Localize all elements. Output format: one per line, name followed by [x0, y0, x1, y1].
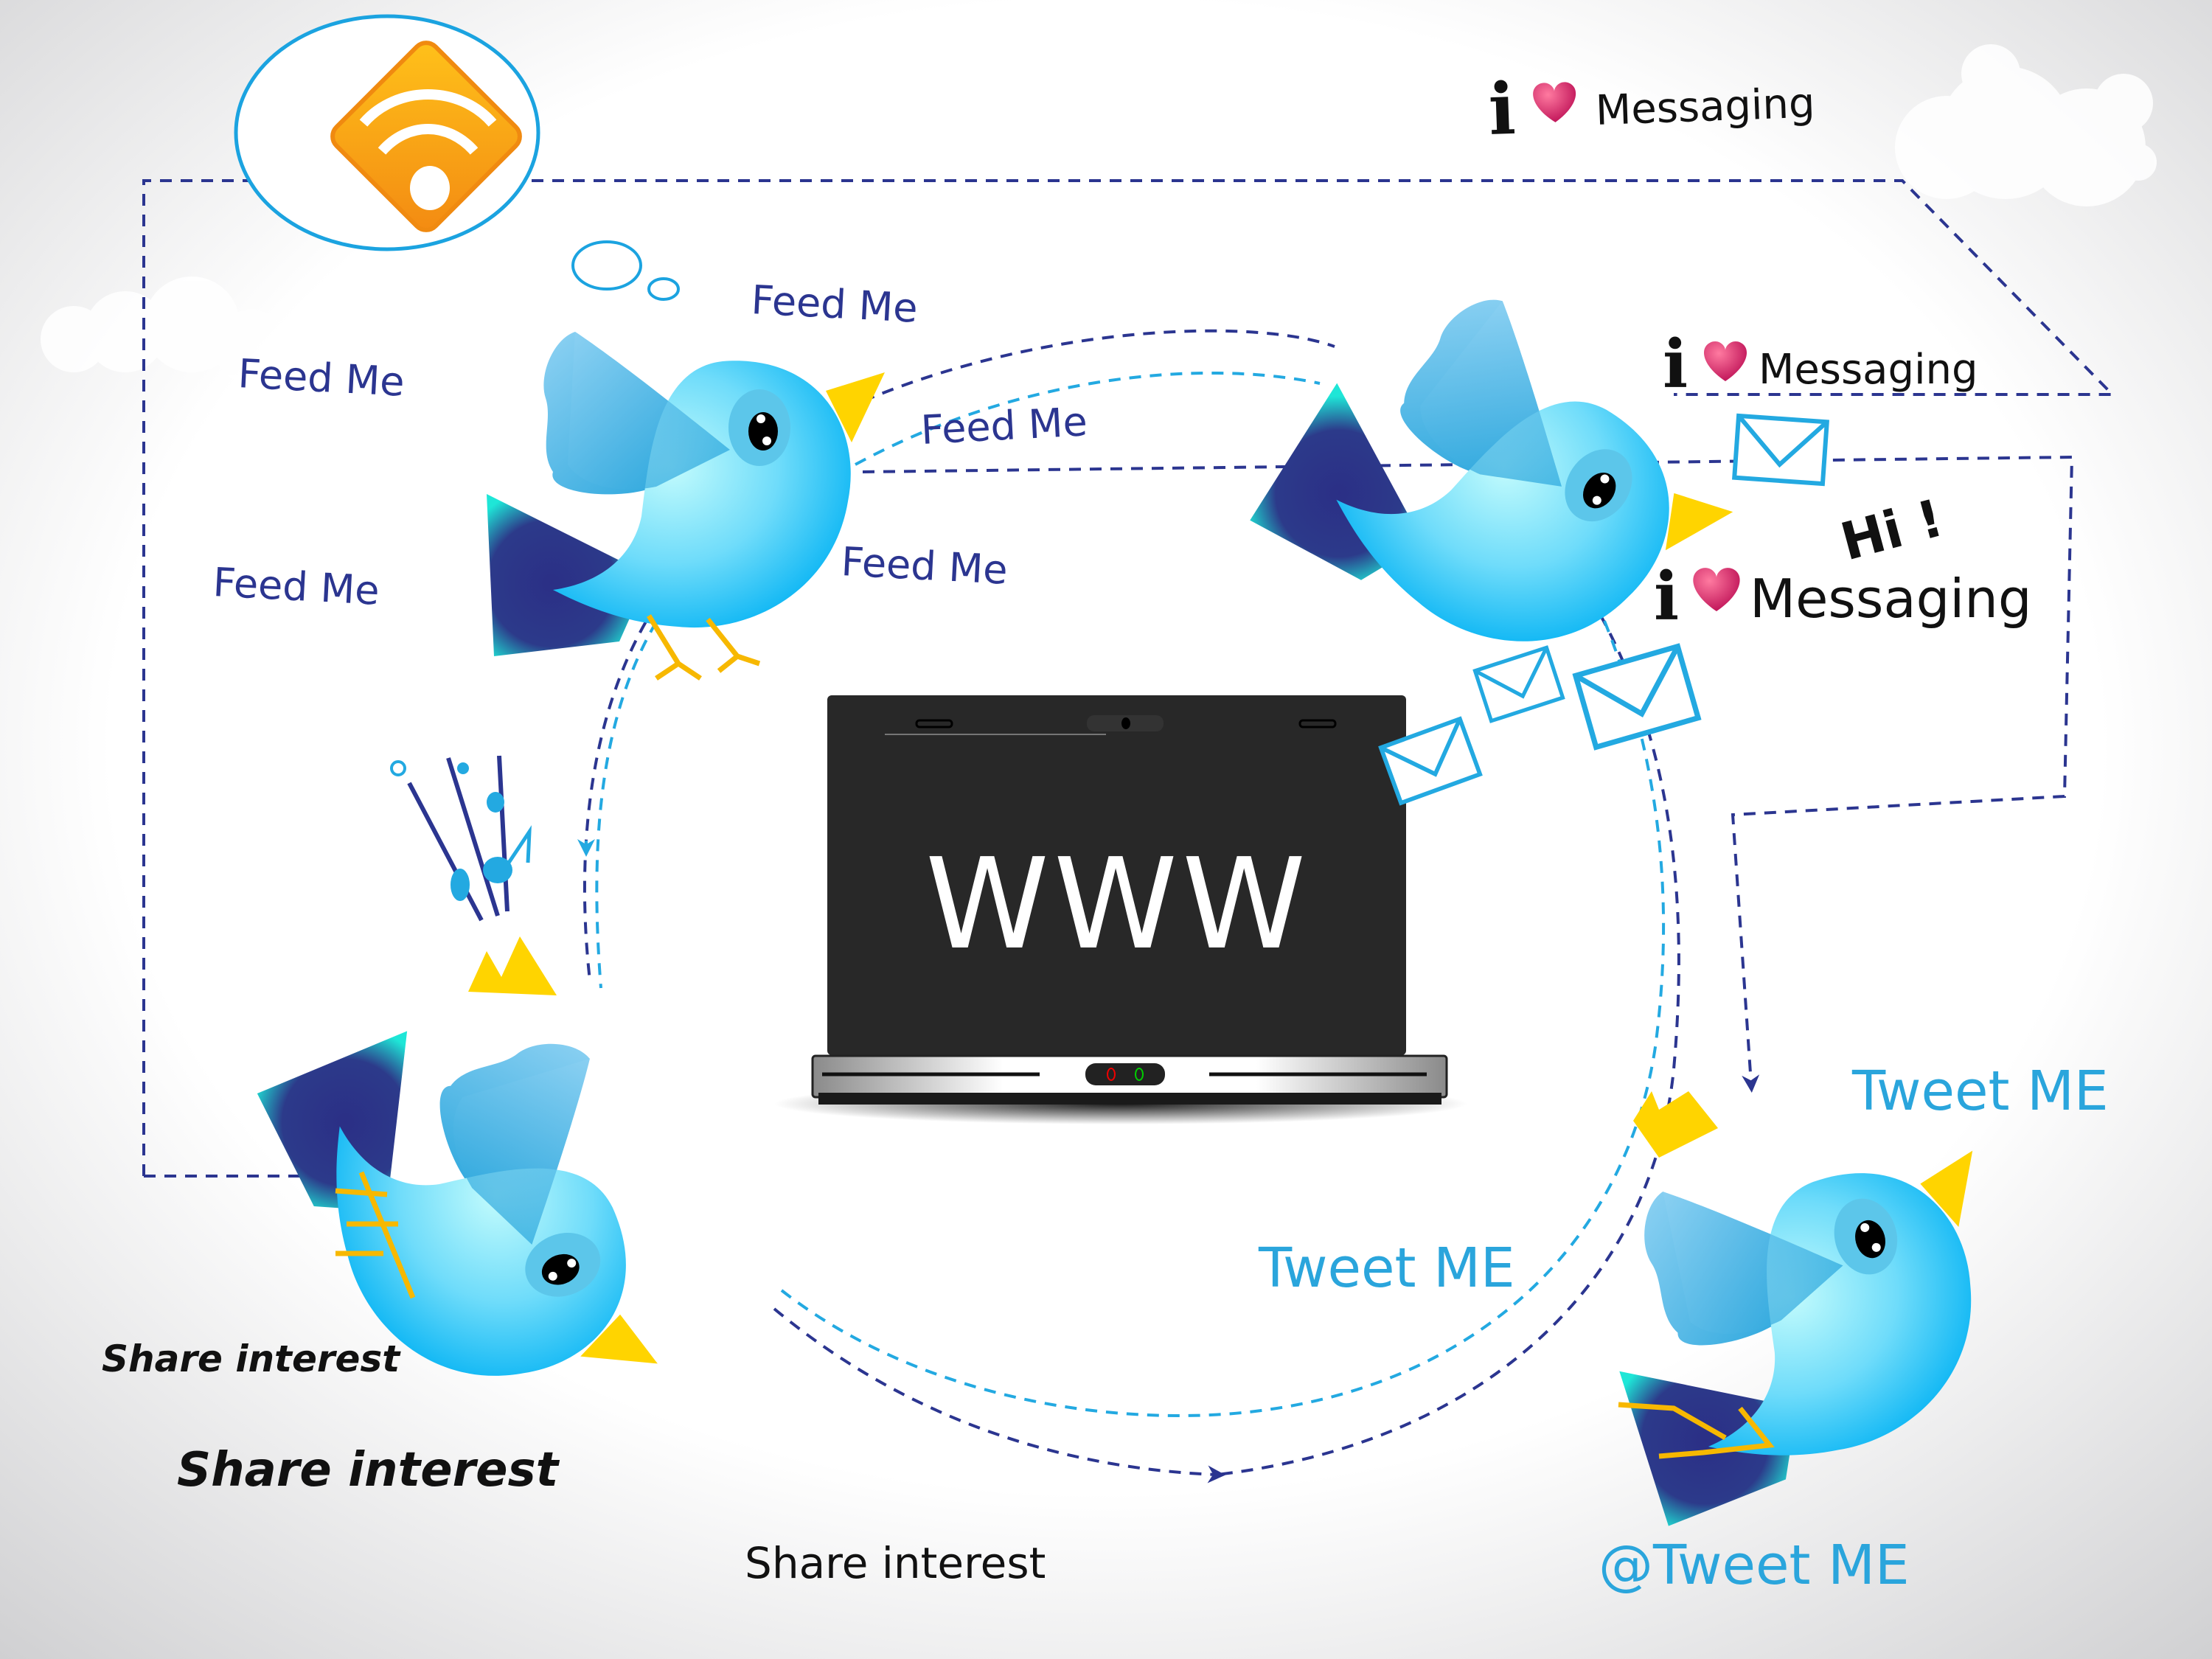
- laptop-screen-text: WWW: [925, 832, 1310, 978]
- svg-text:Messaging: Messaging: [1595, 80, 1816, 135]
- rss-feed-icon: [330, 41, 522, 232]
- messaging-label: i Messaging: [1663, 325, 1978, 403]
- feed-label: Feed Me: [840, 538, 1009, 594]
- feed-label: Feed Me: [237, 350, 406, 406]
- cloud-right-icon: [1895, 44, 2157, 206]
- svg-text:Messaging: Messaging: [1759, 346, 1978, 394]
- tweet-label: @Tweet ME: [1599, 1534, 1910, 1597]
- rss-thought-bubble: [234, 14, 680, 301]
- svg-text:i: i: [1654, 557, 1679, 636]
- share-label: Share interest: [102, 1338, 401, 1380]
- laptop-icon: WWW: [774, 695, 1467, 1124]
- cloud-left-icon: [41, 276, 288, 383]
- svg-text:i: i: [1487, 67, 1517, 151]
- feed-label: Feed Me: [919, 398, 1088, 453]
- feed-bird-icon: [487, 332, 885, 681]
- messaging-label: i Messaging: [1487, 67, 1816, 151]
- tweet-bird-crown: [1618, 1091, 1775, 1459]
- tweet-label: Tweet ME: [1258, 1237, 1515, 1300]
- share-bird-crown: [335, 936, 557, 1299]
- feed-label: Feed Me: [212, 559, 380, 614]
- svg-text:Messaging: Messaging: [1750, 568, 2032, 630]
- messaging-label: i Messaging: [1654, 557, 2032, 636]
- music-notes-icon: [390, 755, 532, 922]
- share-label: Share interest: [177, 1443, 560, 1498]
- share-label: Share interest: [745, 1538, 1046, 1588]
- feed-label: Feed Me: [750, 276, 919, 332]
- svg-text:i: i: [1663, 325, 1688, 403]
- tweet-label: Tweet ME: [1851, 1060, 2109, 1123]
- envelope-icon: [1734, 416, 1827, 484]
